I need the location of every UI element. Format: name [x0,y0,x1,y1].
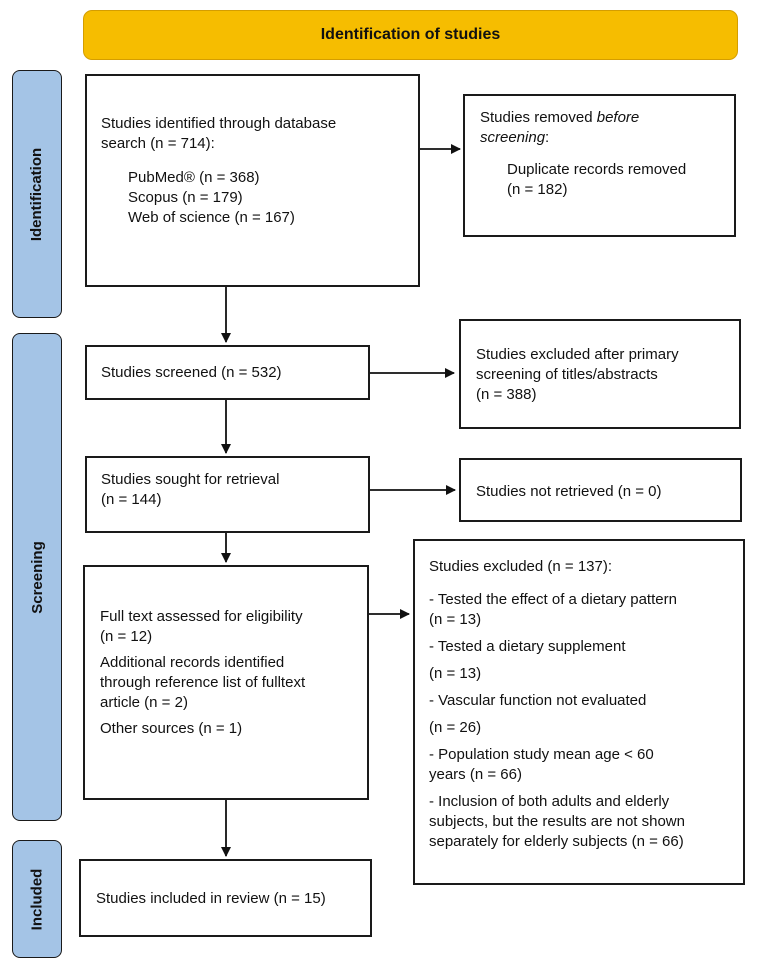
removed-box: Studies removed before screening: Duplic… [463,94,736,237]
excluded-full-box: Studies excluded (n = 137): - Tested the… [413,539,745,885]
excluded-reason-2-line2: (n = 13) [429,665,482,682]
stage-included: Included [12,840,62,958]
not-retrieved-label: Studies not retrieved (n = 0) [476,483,662,500]
excluded-reason-2-line1: - Tested a dietary supplement [429,638,626,655]
screened-label: Studies screened (n = 532) [101,364,282,381]
excluded-reason-5-line2: subjects, but the results are not shown [429,813,685,830]
removed-line1-emph: before [596,109,640,126]
excluded-reason-3-line2: (n = 26) [429,719,482,736]
excluded-primary-box: Studies excluded after primary screening… [459,319,741,429]
excluded-primary-line1: Studies excluded after primary [476,346,679,363]
not-retrieved-box: Studies not retrieved (n = 0) [459,458,742,522]
stage-screening: Screening [12,333,62,821]
screened-box: Studies screened (n = 532) [85,345,370,400]
removed-detail-line2: (n = 182) [507,181,568,198]
excluded-reason-4-line2: years (n = 66) [429,766,522,783]
fulltext-other: Other sources (n = 1) [100,720,243,737]
fulltext-assessed-line1: Full text assessed for eligibility [100,608,303,625]
stage-identification: Identification [12,70,62,318]
excluded-reason-5-line3: separately for elderly subjects (n = 66) [429,833,684,850]
excluded-reason-5-line1: - Inclusion of both adults and elderly [429,793,670,810]
sought-line1: Studies sought for retrieval [101,471,280,488]
removed-line1-prefix: Studies removed [480,109,597,126]
excluded-reason-1-line2: (n = 13) [429,611,482,628]
header-bar: Identification of studies [83,10,738,60]
sought-line2: (n = 144) [101,491,162,508]
identified-heading-line2: search (n = 714): [101,135,215,152]
removed-line2-emph: screening [480,129,546,146]
excluded-reason-4-line1: - Population study mean age < 60 [429,746,654,763]
fulltext-assessed-line2: (n = 12) [100,628,153,645]
included-label: Studies included in review (n = 15) [96,890,326,907]
fulltext-additional-line1: Additional records identified [100,654,285,671]
identified-source: Scopus (n = 179) [128,189,243,206]
header-title: Identification of studies [320,26,501,43]
excluded-reason-3-line1: - Vascular function not evaluated [429,692,647,709]
identified-source: Web of science (n = 167) [128,209,295,226]
fulltext-box: Full text assessed for eligibility (n = … [83,565,369,800]
excluded-reason-1-line1: - Tested the effect of a dietary pattern [429,591,677,608]
identified-heading-line1: Studies identified through database [101,115,337,132]
removed-line1: Studies removed before [480,108,734,128]
included-box: Studies included in review (n = 15) [79,859,372,937]
removed-line2-suffix: : [545,129,550,146]
excluded-primary-line2: screening of titles/abstracts [476,366,658,383]
fulltext-additional-line3: article (n = 2) [100,694,188,711]
excluded-full-title: Studies excluded (n = 137): [429,558,613,575]
fulltext-additional-line2: through reference list of fulltext [100,674,306,691]
identified-source: PubMed® (n = 368) [128,169,260,186]
removed-detail-line1: Duplicate records removed [507,161,687,178]
excluded-primary-line3: (n = 388) [476,386,537,403]
identified-box: Studies identified through database sear… [85,74,420,287]
sought-box: Studies sought for retrieval (n = 144) [85,456,370,533]
removed-line2: screening: [480,128,734,148]
